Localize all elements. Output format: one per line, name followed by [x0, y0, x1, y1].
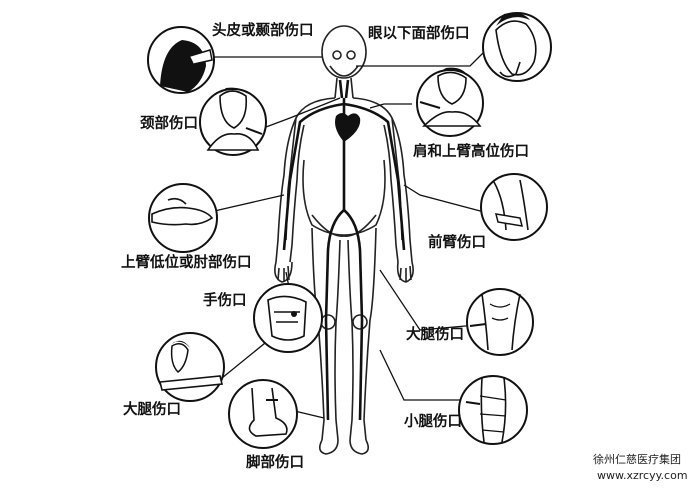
label-neck-wound: 颈部伤口 [140, 116, 198, 132]
knee-right [320, 314, 336, 330]
label-forearm-wound: 前臂伤口 [428, 235, 486, 251]
inset-forearm [480, 173, 548, 241]
arteries [282, 79, 406, 421]
inset-thigh-left [155, 332, 225, 402]
inset-calf [458, 375, 528, 445]
jaw [329, 65, 359, 77]
eye-socket-right [346, 50, 356, 60]
eye-socket-left [332, 50, 342, 60]
line-thigh-right [379, 269, 489, 331]
watermark-org: 徐州仁慈医疗集团 [593, 453, 681, 466]
body-figure [274, 25, 414, 455]
arm-left-inner [383, 124, 399, 263]
line-calf [379, 349, 466, 401]
label-shoulder-wound: 肩和上臂高位伤口 [413, 144, 529, 160]
hand-right [274, 261, 293, 283]
label-thigh-wound-left: 大腿伤口 [123, 402, 181, 418]
line-neck [257, 97, 341, 131]
torso-waist [302, 159, 386, 236]
leg-left-outer [363, 227, 377, 441]
knee-left [352, 314, 368, 330]
label-head-wound: 头皮或颞部伤口 [212, 23, 314, 39]
watermark-url: www.xzrcyy.com [597, 469, 688, 482]
label-upper-arm-wound: 上臂低位或肘部伤口 [121, 255, 252, 271]
inset-head [147, 26, 215, 94]
foot-left [349, 439, 370, 455]
inset-thigh-right [466, 288, 534, 356]
artery-arm-left [343, 102, 406, 251]
label-face-wound: 眼以下面部伤口 [368, 26, 470, 42]
heart [335, 113, 361, 142]
inset-shoulder [416, 67, 484, 137]
pelvis [311, 214, 377, 237]
artery-leg-left [343, 209, 364, 421]
skull [321, 25, 367, 79]
leg-right-inner [334, 239, 341, 441]
label-foot-wound: 脚部伤口 [246, 455, 304, 471]
line-forearm [403, 184, 485, 213]
label-thigh-wound-right: 大腿伤口 [406, 327, 464, 343]
inset-foot [228, 379, 298, 449]
arm-right-inner [289, 124, 305, 263]
arm-left-outline [391, 117, 413, 263]
heart-shape [335, 113, 361, 142]
arm-right-outline [275, 117, 297, 263]
hand-icon [189, 49, 213, 65]
inset-upper-arm [148, 183, 218, 253]
neck [334, 77, 354, 99]
inset-face [482, 12, 552, 82]
artery-leg-right [324, 209, 345, 421]
artery-arm-right [282, 102, 345, 251]
callout-lines [209, 51, 489, 419]
inset-hand [253, 283, 323, 353]
label-hand-wound: 手伤口 [203, 293, 247, 309]
inset-neck [199, 87, 267, 156]
leg-left-inner [347, 239, 354, 441]
foot-right [318, 439, 339, 455]
line-face [356, 51, 485, 67]
hand-left [396, 261, 414, 283]
carotid [338, 79, 350, 99]
line-shoulder [369, 103, 412, 109]
label-calf-wound: 小腿伤口 [404, 414, 462, 430]
line-upper-arm [209, 194, 285, 213]
